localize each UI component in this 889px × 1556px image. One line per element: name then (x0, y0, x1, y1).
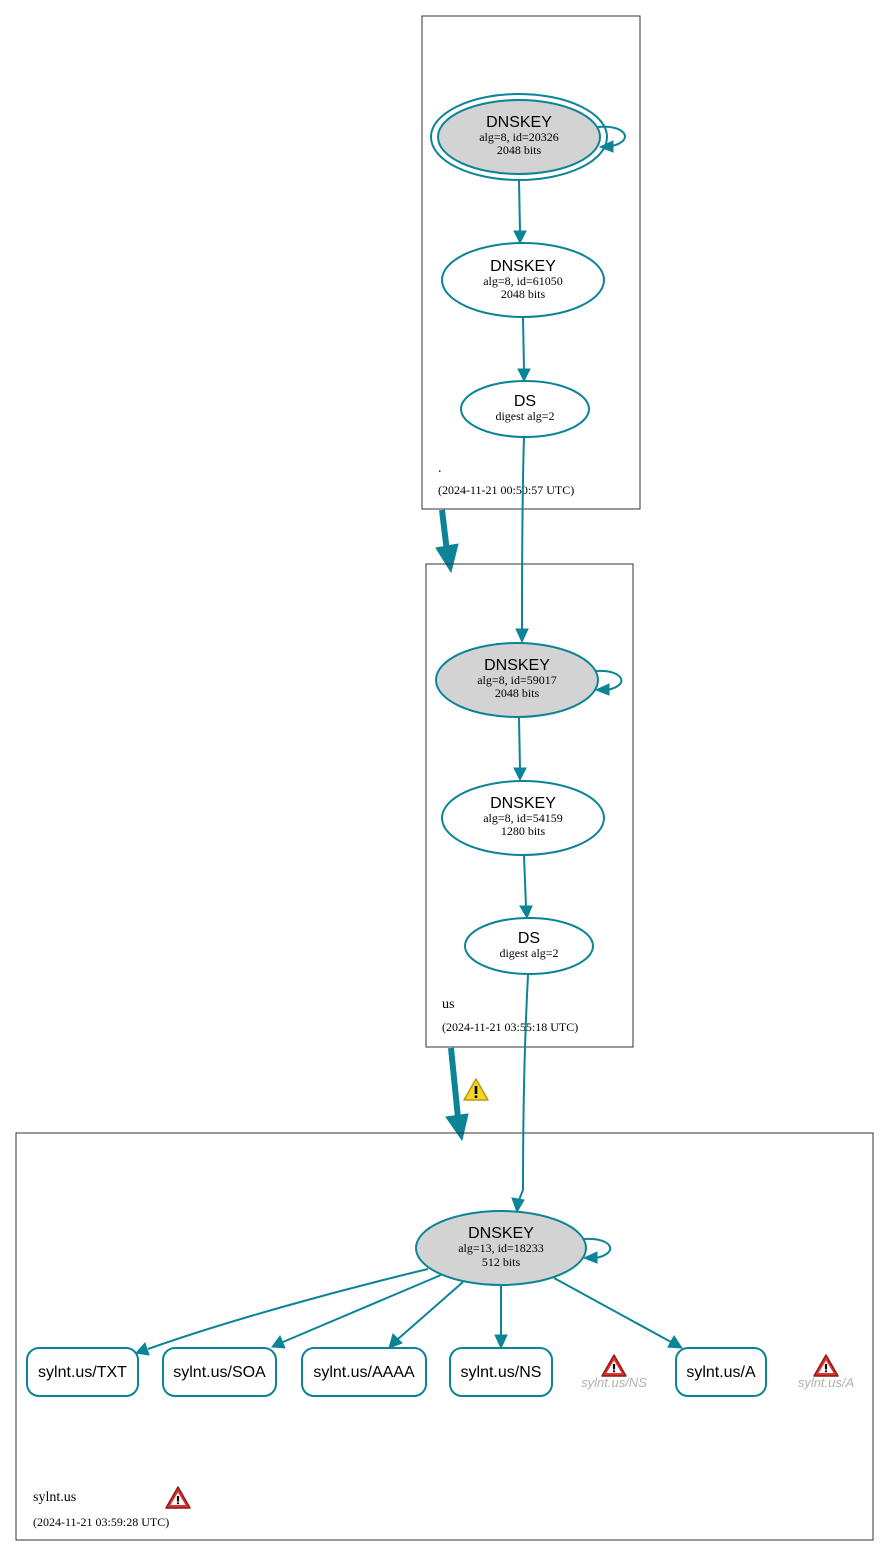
root-ksk-line1: alg=8, id=20326 (479, 130, 559, 144)
record-a[interactable]: sylnt.us/A (675, 1347, 767, 1397)
edge-root-zsk-ds (522, 317, 525, 371)
root-ds-node[interactable]: DS digest alg=2 (460, 380, 590, 438)
arrow-key-aaaa (388, 1333, 403, 1349)
edge-us-ds-sylnt-key (518, 974, 529, 1201)
arrow-key-txt (135, 1342, 150, 1356)
us-zone-timestamp: (2024-11-21 03:55:18 UTC) (442, 1020, 578, 1034)
root-ds-title: DS (514, 393, 536, 410)
delegation-us-sylnt-arrow (445, 1113, 469, 1142)
delegation-warning-icon[interactable] (463, 1078, 489, 1101)
root-ksk-title: DNSKEY (486, 114, 552, 131)
sylnt-key-node[interactable]: DNSKEY alg=13, id=18233 512 bits (415, 1210, 587, 1286)
record-ns-label: sylnt.us/NS (461, 1364, 542, 1381)
record-soa[interactable]: sylnt.us/SOA (162, 1347, 277, 1397)
arrow-key-a (667, 1335, 683, 1349)
sylnt-key-self-arrow (582, 1251, 598, 1264)
edge-key-aaaa (397, 1281, 464, 1340)
root-ksk-node[interactable]: DNSKEY alg=8, id=20326 2048 bits (430, 93, 608, 181)
us-ds-node[interactable]: DS digest alg=2 (464, 917, 594, 975)
arrow-key-soa (271, 1334, 286, 1349)
edge-us-ksk-zsk (518, 717, 521, 770)
root-ksk-self-arrow (598, 140, 614, 153)
root-zsk-line1: alg=8, id=61050 (483, 274, 563, 288)
arrow-key-ns (494, 1334, 508, 1350)
edge-key-soa (282, 1274, 442, 1343)
arrow-root-ds-us-ksk (515, 628, 529, 644)
zone-us-box (425, 563, 634, 1048)
sylnt-zone-timestamp: (2024-11-21 03:59:28 UTC) (33, 1515, 169, 1529)
root-ksk-line2: 2048 bits (497, 143, 542, 157)
ghost-ns-label: sylnt.us/NS (581, 1375, 647, 1390)
zone-sylnt: DNSKEY alg=13, id=18233 512 bits sylnt.u… (15, 974, 874, 1541)
us-zsk-line1: alg=8, id=54159 (483, 811, 563, 825)
root-ds-line1: digest alg=2 (495, 409, 554, 423)
root-zsk-title: DNSKEY (490, 258, 556, 275)
record-a-label: sylnt.us/A (686, 1364, 756, 1381)
zone-us: DNSKEY alg=8, id=59017 2048 bits DNSKEY … (425, 436, 634, 1048)
us-ksk-self-arrow (594, 683, 610, 696)
root-zsk-line2: 2048 bits (501, 287, 546, 301)
delegation-us-sylnt (448, 1047, 461, 1119)
sylnt-key-line1: alg=13, id=18233 (458, 1241, 544, 1255)
us-ksk-title: DNSKEY (484, 657, 550, 674)
us-zsk-line2: 1280 bits (501, 824, 546, 838)
record-txt[interactable]: sylnt.us/TXT (26, 1347, 139, 1397)
root-zsk-node[interactable]: DNSKEY alg=8, id=61050 2048 bits (441, 242, 605, 318)
us-zsk-title: DNSKEY (490, 795, 556, 812)
sylnt-key-title: DNSKEY (468, 1225, 534, 1242)
us-zsk-node[interactable]: DNSKEY alg=8, id=54159 1280 bits (441, 780, 605, 856)
record-aaaa[interactable]: sylnt.us/AAAA (301, 1347, 427, 1397)
us-ksk-line2: 2048 bits (495, 686, 540, 700)
ghost-a-label: sylnt.us/A (798, 1375, 854, 1390)
record-aaaa-label: sylnt.us/AAAA (313, 1364, 415, 1381)
sylnt-zone-name: sylnt.us (33, 1490, 76, 1505)
us-ksk-line1: alg=8, id=59017 (477, 673, 557, 687)
edge-root-ksk-zsk (518, 179, 521, 233)
root-zone-timestamp: (2024-11-21 00:50:57 UTC) (438, 483, 574, 497)
ghost-record-a[interactable]: sylnt.us/A (798, 1354, 854, 1390)
us-ds-title: DS (518, 930, 540, 947)
sylnt-key-self-loop (583, 1237, 612, 1259)
delegation-root-us-arrow (435, 543, 459, 574)
edge-root-ds-us-ksk (521, 436, 525, 631)
arrow-us-zsk-ds (519, 905, 533, 920)
record-txt-label: sylnt.us/TXT (38, 1364, 127, 1381)
arrow-root-zsk-ds (517, 368, 531, 383)
zone-root: DNSKEY alg=8, id=20326 2048 bits DNSKEY … (421, 15, 641, 510)
zone-root-box (421, 15, 641, 510)
ghost-a-error-icon (813, 1354, 839, 1377)
edge-key-a (553, 1277, 672, 1343)
sylnt-zone-error-icon[interactable] (165, 1486, 191, 1509)
ghost-record-ns[interactable]: sylnt.us/NS (581, 1354, 647, 1390)
arrow-us-ds-sylnt-key (511, 1197, 525, 1214)
root-zone-name: . (438, 461, 442, 476)
root-ksk-self-loop (597, 125, 626, 147)
record-soa-label: sylnt.us/SOA (173, 1364, 266, 1381)
us-ksk-node[interactable]: DNSKEY alg=8, id=59017 2048 bits (435, 642, 599, 718)
edge-us-zsk-ds (523, 855, 527, 908)
arrow-us-ksk-zsk (513, 767, 527, 782)
zone-sylnt-box (15, 1132, 874, 1541)
us-ds-line1: digest alg=2 (499, 946, 558, 960)
sylnt-key-line2: 512 bits (482, 1255, 521, 1269)
ghost-ns-error-icon (601, 1354, 627, 1377)
delegation-root-us (439, 509, 450, 553)
record-ns[interactable]: sylnt.us/NS (449, 1347, 553, 1397)
us-zone-name: us (442, 997, 454, 1012)
edge-key-txt (147, 1268, 429, 1350)
arrow-root-ksk-zsk (513, 230, 527, 245)
us-ksk-self-loop (595, 669, 623, 691)
